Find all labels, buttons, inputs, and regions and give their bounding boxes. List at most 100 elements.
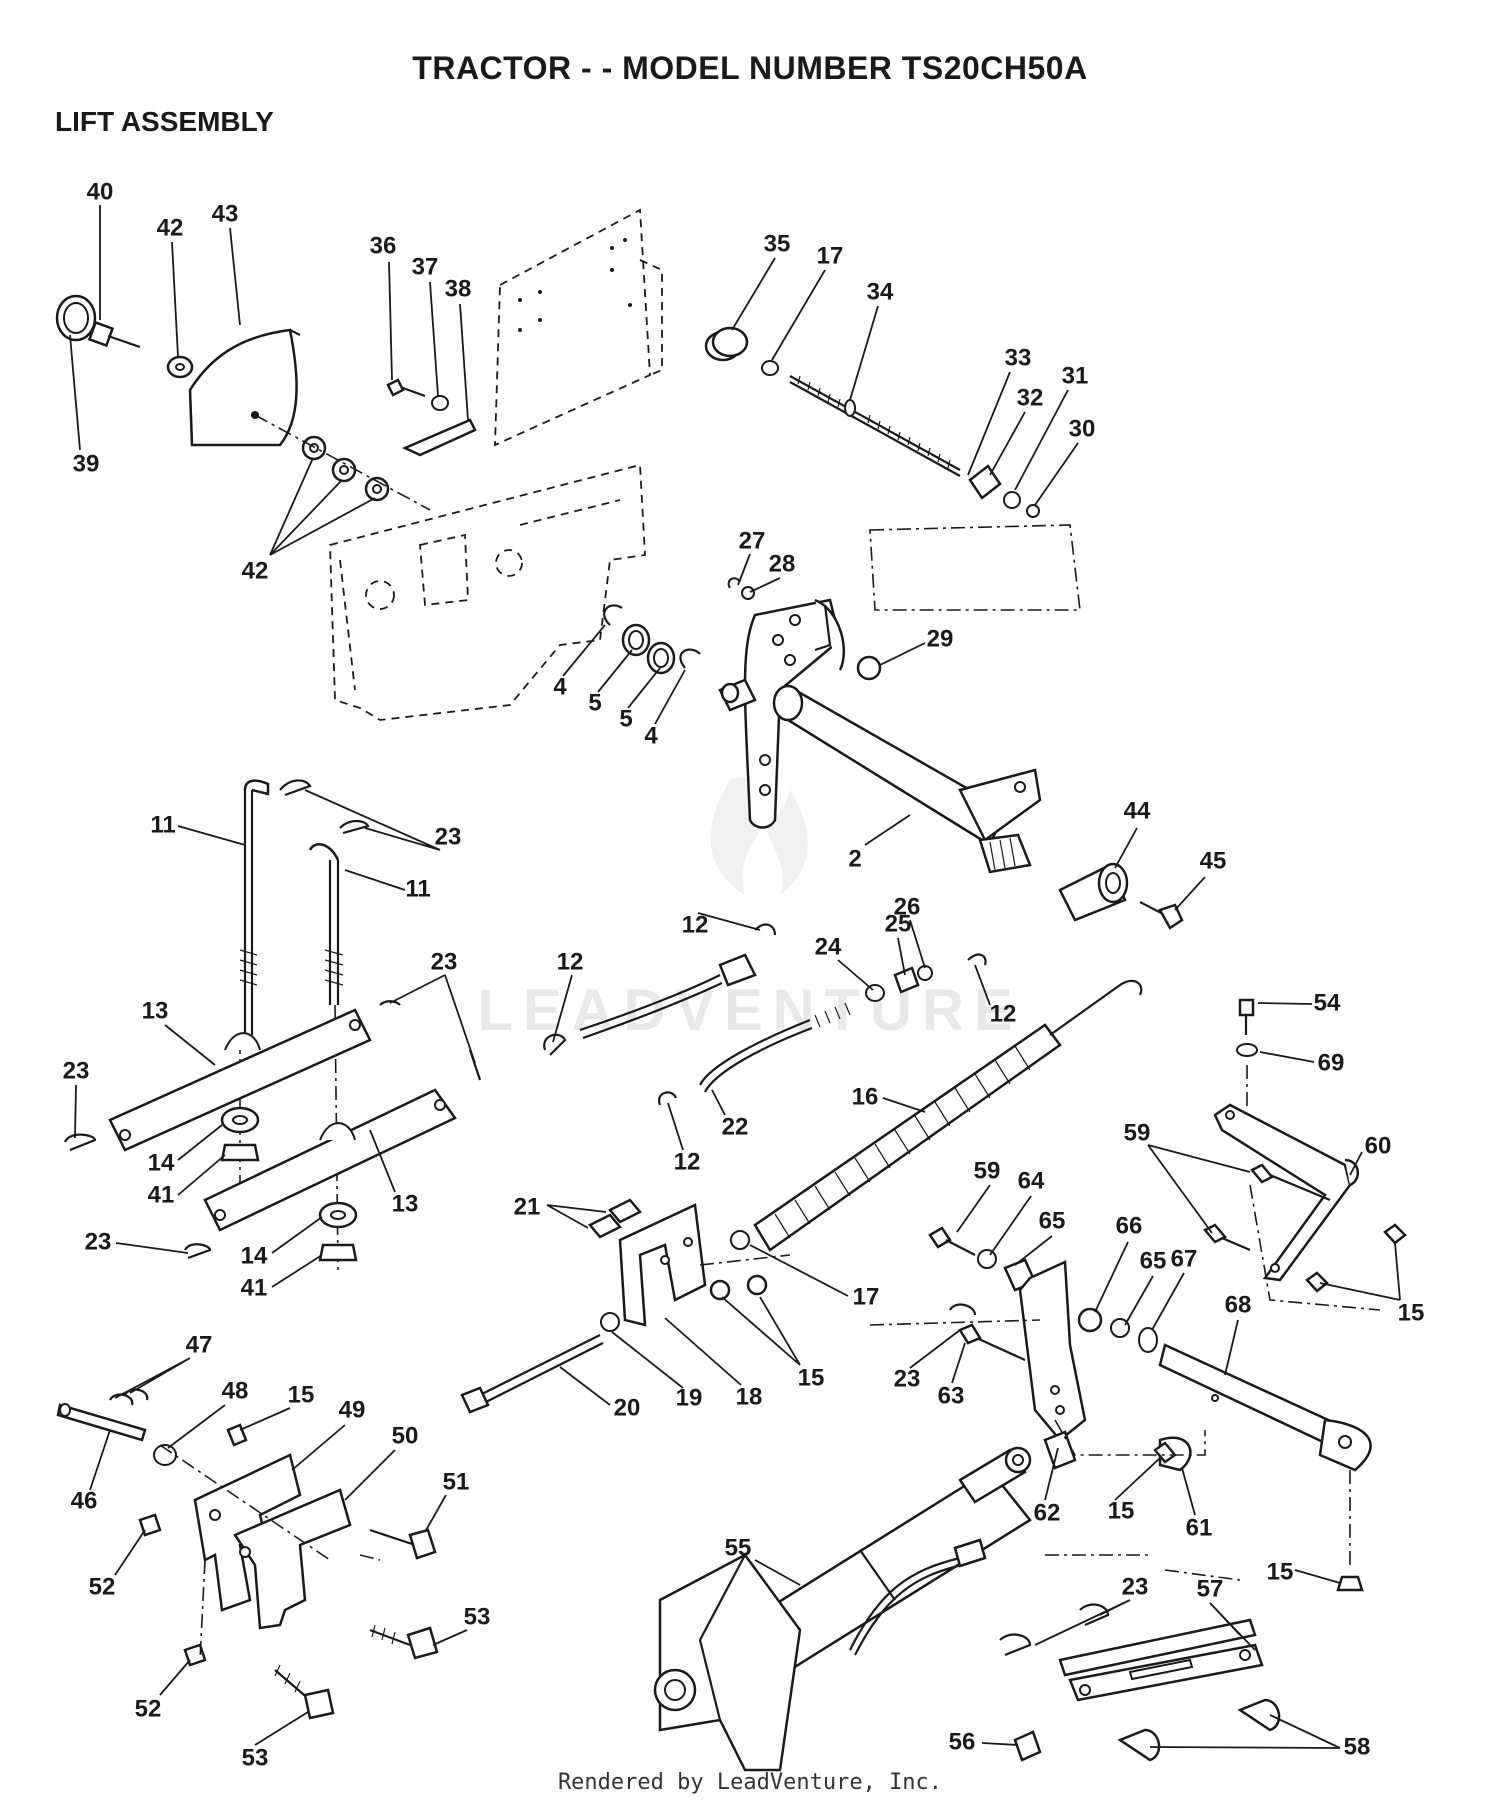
- callout-part-15: 15: [1108, 1497, 1135, 1524]
- callout-part-49: 49: [339, 1396, 366, 1423]
- bolt-part-45: [1158, 903, 1184, 930]
- callout-part-44: 44: [1124, 797, 1151, 824]
- lift-links-left: [63, 779, 482, 1271]
- callout-part-13: 13: [142, 997, 169, 1024]
- callout-part-4: 4: [553, 673, 567, 700]
- callout-part-33: 33: [1005, 344, 1032, 371]
- side-panel-outline: [494, 208, 663, 447]
- callout-part-52: 52: [89, 1573, 116, 1600]
- callout-part-62: 62: [1034, 1499, 1061, 1526]
- callout-part-43: 43: [212, 200, 239, 227]
- callout-part-32: 32: [1017, 384, 1044, 411]
- callout-part-29: 29: [927, 625, 954, 652]
- callout-part-50: 50: [392, 1422, 419, 1449]
- callout-part-47: 47: [186, 1331, 213, 1358]
- callout-part-18: 18: [736, 1383, 763, 1410]
- callout-part-15: 15: [1267, 1558, 1294, 1585]
- callout-part-56: 56: [949, 1728, 976, 1755]
- callout-part-28: 28: [769, 550, 796, 577]
- callout-part-45: 45: [1200, 847, 1227, 874]
- nut-part-17: [761, 360, 779, 376]
- plate-part-50: [233, 1488, 352, 1630]
- callout-part-23: 23: [85, 1228, 112, 1255]
- callout-part-55: 55: [725, 1534, 752, 1561]
- linkage-rods: [543, 923, 987, 1106]
- callout-part-53: 53: [242, 1744, 269, 1771]
- bushing-part-56: [1013, 1730, 1042, 1762]
- callout-part-57: 57: [1197, 1575, 1224, 1602]
- callout-part-21: 21: [514, 1193, 541, 1220]
- callout-part-23: 23: [435, 823, 462, 850]
- callout-part-59: 59: [974, 1157, 1001, 1184]
- callout-part-39: 39: [73, 450, 100, 477]
- callout-part-14: 14: [148, 1149, 175, 1176]
- pin-part-29: [856, 655, 882, 681]
- callout-part-2: 2: [848, 845, 861, 872]
- rod-part-68: [1158, 1343, 1352, 1452]
- adjustment-rod-assembly: [704, 326, 1081, 611]
- callout-part-12: 12: [990, 1000, 1017, 1027]
- callout-part-68: 68: [1225, 1291, 1252, 1318]
- bolt-part-53: [406, 1626, 439, 1660]
- callout-part-26: 26: [894, 893, 921, 920]
- section-title: LIFT ASSEMBLY: [55, 106, 274, 137]
- callout-part-25: 25: [885, 910, 912, 937]
- callout-part-37: 37: [412, 253, 439, 280]
- callout-part-16: 16: [852, 1083, 879, 1110]
- pin-part-58: [1237, 1698, 1281, 1732]
- lift-knob-assembly: [55, 294, 431, 511]
- callout-part-31: 31: [1062, 362, 1089, 389]
- lift-shaft-part-2: [718, 598, 1042, 874]
- callout-part-40: 40: [87, 178, 114, 205]
- callout-part-60: 60: [1365, 1132, 1392, 1159]
- pin-part-46: [56, 1403, 147, 1442]
- knob-housing-part-43: [188, 328, 298, 447]
- callout-part-38: 38: [445, 275, 472, 302]
- callout-part-19: 19: [676, 1384, 703, 1411]
- footer-credit: Rendered by LeadVenture, Inc.: [557, 1770, 943, 1795]
- callout-part-15: 15: [288, 1381, 315, 1408]
- callout-part-24: 24: [815, 933, 842, 960]
- watermark: LEADVENTURE: [477, 777, 1022, 1043]
- callout-part-27: 27: [739, 527, 766, 554]
- spring-part-32: [968, 464, 1002, 500]
- callout-part-30: 30: [1069, 415, 1096, 442]
- rod-part-34: [789, 375, 961, 471]
- frame-outline: [329, 463, 646, 721]
- callout-part-17: 17: [853, 1283, 880, 1310]
- callout-part-53: 53: [464, 1603, 491, 1630]
- callout-part-64: 64: [1018, 1167, 1045, 1194]
- bolt-part-20: [460, 1386, 490, 1414]
- callout-part-63: 63: [938, 1382, 965, 1409]
- lever-part-66: [1018, 1260, 1087, 1442]
- bushing-and-bolt: [1058, 862, 1184, 930]
- clip-assembly: [386, 378, 477, 457]
- clip-part-38: [401, 418, 477, 457]
- watermark-text: LEADVENTURE: [477, 978, 1022, 1043]
- callout-part-65: 65: [1140, 1247, 1167, 1274]
- callout-part-67: 67: [1171, 1245, 1198, 1272]
- callout-part-69: 69: [1318, 1049, 1345, 1076]
- callout-part-11: 11: [405, 875, 430, 902]
- callout-part-66: 66: [1116, 1212, 1143, 1239]
- bracket-part-60: [1213, 1103, 1352, 1282]
- callout-part-23: 23: [63, 1057, 90, 1084]
- page-title: TRACTOR - - MODEL NUMBER TS20CH50A: [412, 50, 1088, 86]
- watermark-flame-icon: [710, 777, 808, 895]
- callout-part-12: 12: [557, 948, 584, 975]
- callout-part-11: 11: [150, 811, 175, 838]
- bolt-part-51: [408, 1528, 437, 1560]
- callout-part-5: 5: [619, 705, 632, 732]
- bolt-part-54: [1238, 998, 1255, 1017]
- bottom-left-brackets: [56, 1388, 439, 1720]
- lift-spring-part-16: [730, 979, 1143, 1252]
- callout-part-23: 23: [431, 948, 458, 975]
- callout-part-46: 46: [71, 1487, 98, 1514]
- callout-part-12: 12: [682, 911, 709, 938]
- callout-part-35: 35: [764, 230, 791, 257]
- callout-part-58: 58: [1344, 1733, 1371, 1760]
- callout-part-51: 51: [443, 1468, 470, 1495]
- callout-part-42: 42: [242, 557, 269, 584]
